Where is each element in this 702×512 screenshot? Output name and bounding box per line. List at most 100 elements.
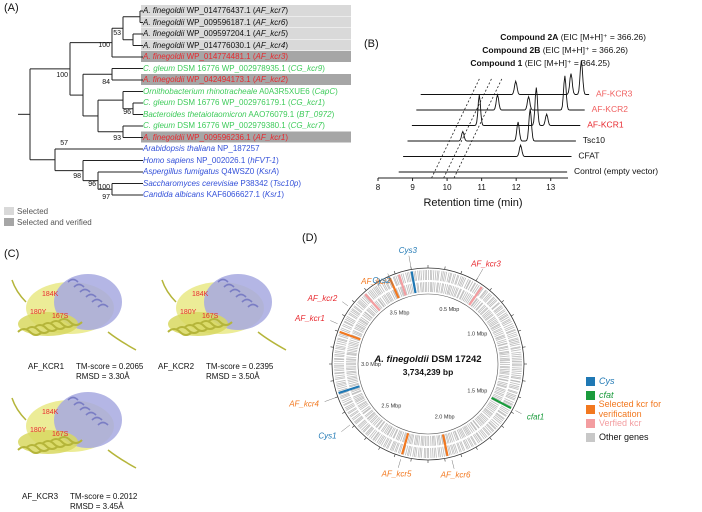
tree-legend: Selected Selected and verified: [4, 206, 92, 227]
rmsd: RMSD = 3.45Å: [70, 502, 137, 512]
gene-label: AF_kcr6: [440, 471, 471, 480]
leaf-gene: AF_kcr2: [256, 75, 286, 84]
scale-label: 3.5 Mbp: [390, 311, 410, 317]
leaf-gene: BT_0972: [299, 110, 331, 119]
gene-label: AF_kcr3: [470, 260, 501, 269]
gene-label: AF_kcr4: [288, 400, 319, 409]
leaf-species: A. finegoldii: [143, 52, 184, 61]
residue-label: 180Y: [30, 427, 47, 434]
tree-leaf: A. finegoldii WP_014774481.1 (AF_kcr3): [143, 52, 288, 62]
bootstrap-value: 96: [119, 109, 131, 116]
leaf-close: ): [285, 133, 288, 142]
genome-legend-swatch: [586, 391, 595, 400]
leaf-species: C. gleum: [143, 98, 175, 107]
structure-name: AF_KCR2: [158, 362, 194, 371]
genome-organism: A. finegoldii DSM 17242: [373, 354, 481, 365]
compound-guide-line: [432, 79, 480, 179]
leaf-accession: KAF6066627.1 (: [204, 190, 264, 199]
scale-label: 1.0 Mbp: [467, 332, 487, 338]
legend-verified-label: Selected and verified: [17, 218, 92, 227]
bootstrap-value: 97: [98, 194, 110, 201]
leaf-close: ): [285, 29, 288, 38]
structure-name: AF_KCR3: [22, 492, 58, 501]
rmsd: RMSD = 3.50Å: [206, 372, 273, 382]
leaf-gene: AF_kcr4: [256, 41, 286, 50]
gene-label: AF_kcr2: [307, 294, 338, 303]
gene-label: Cys3: [399, 246, 418, 255]
genome-legend-item: Cys: [586, 374, 702, 388]
residue-label: 180Y: [180, 309, 197, 316]
tree-leaf: Homo sapiens NP_002026.1 (hFVT-1): [143, 156, 279, 166]
protein-structure-image: 184K 180Y 167S: [158, 262, 298, 362]
tree-leaf: A. finegoldii WP_014776030.1 (AF_kcr4): [143, 41, 288, 51]
leaf-close: ): [322, 98, 325, 107]
x-tick-label: 10: [443, 183, 452, 192]
trace-label: CFAT: [578, 151, 599, 161]
x-tick-label: 8: [376, 183, 381, 192]
leaf-species: Ornithobacterium rhinotracheale: [143, 87, 257, 96]
genome-legend-item: Selected kcr for verification: [586, 402, 702, 416]
compound-guide-line: [444, 79, 492, 179]
gene-label: AF_kcr5: [381, 470, 412, 479]
leaf-species: A. finegoldii: [143, 6, 184, 15]
genome-legend-label: Cys: [599, 376, 615, 386]
bootstrap-value: 98: [69, 173, 81, 180]
tree-leaf: Arabidopsis thaliana NP_187257: [143, 144, 260, 154]
bootstrap-value: 57: [56, 140, 68, 147]
compound-guide-line: [454, 79, 502, 179]
gene-label: Cys1: [318, 431, 336, 440]
compound-label: Compound 1 (EIC [M+H]⁺ = 364.25): [470, 58, 610, 68]
leaf-close: ): [285, 18, 288, 27]
tree-leaf: A. finegoldii WP_014776437.1 (AF_kcr7): [143, 6, 288, 16]
bootstrap-value: 100: [56, 72, 68, 79]
structure-name: AF_KCR1: [28, 362, 64, 371]
trace-label: AF-KCR2: [592, 104, 629, 114]
tree-leaf: Bacteroides thetaiotaomicron AAO76079.1 …: [143, 110, 334, 120]
leaf-accession: Q4WSZ0 (: [219, 167, 259, 176]
gene-label: Cys2: [372, 276, 391, 285]
leaf-species: Bacteroides thetaiotaomicron: [143, 110, 247, 119]
leaf-species: Saccharomyces cerevisiae: [143, 179, 238, 188]
leaf-species: A. finegoldii: [143, 29, 184, 38]
residue-label: 180Y: [30, 309, 47, 316]
leaf-gene: hFVT-1: [250, 156, 276, 165]
leaf-accession: P38342 (: [238, 179, 273, 188]
gene-label: cfat1: [527, 413, 544, 422]
scale-label: 2.5 Mbp: [381, 404, 401, 410]
gene-marker: [412, 271, 416, 293]
leaf-close: ): [285, 6, 288, 15]
x-tick-label: 9: [410, 183, 415, 192]
tree-leaf: C. gleum DSM 16776 WP_002978935.1 (CG_kc…: [143, 64, 325, 74]
tree-leaf: Aspergillus fumigatus Q4WSZ0 (KsrA): [143, 167, 279, 177]
leaf-close: ): [298, 179, 301, 188]
scale-label: 2.0 Mbp: [435, 415, 455, 421]
residue-label: 184K: [192, 291, 209, 298]
leaf-close: ): [285, 52, 288, 61]
legend-swatch-verified: [4, 218, 14, 226]
tree-leaf: A. finegoldii WP_009597204.1 (AF_kcr5): [143, 29, 288, 39]
residue-label: 184K: [42, 409, 59, 416]
residue-label: 167S: [202, 313, 219, 320]
chromatogram-trace: [416, 76, 584, 110]
leaf-species: C. gleum: [143, 64, 175, 73]
genome-size: 3,734,239 bp: [403, 367, 454, 377]
leaf-gene: Ksr1: [265, 190, 281, 199]
leaf-gene: Tsc10p: [273, 179, 299, 188]
tree-leaf: Ornithobacterium rhinotracheale A0A3R5XU…: [143, 87, 338, 97]
scale-label: 0.5 Mbp: [439, 307, 459, 313]
tree-leaf: Saccharomyces cerevisiae P38342 (Tsc10p): [143, 179, 301, 189]
leaf-close: ): [335, 87, 338, 96]
leaf-species: Homo sapiens: [143, 156, 194, 165]
leaf-gene: CG_kcr1: [291, 98, 323, 107]
leaf-species: A. finegoldii: [143, 75, 184, 84]
bootstrap-value: 96: [84, 181, 96, 188]
leaf-close: ): [285, 41, 288, 50]
leaf-accession: WP_014776030.1 (: [184, 41, 255, 50]
leaf-close: ): [276, 156, 279, 165]
scale-label: 1.5 Mbp: [467, 389, 487, 395]
genome-legend-swatch: [586, 433, 595, 442]
leaf-accession: WP_042494173.1 (: [184, 75, 255, 84]
